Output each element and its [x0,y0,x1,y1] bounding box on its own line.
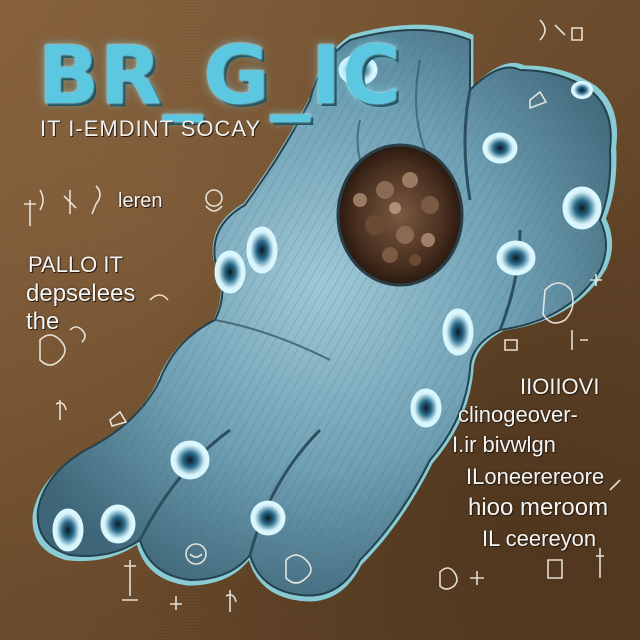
poster-subtitle: IT I-EMDINT SOCAY [40,116,262,141]
right-text-line-6: IL ceereyon [482,526,597,551]
right-text-line-1: IIOIIOVI [520,374,600,399]
left-text-line-2: PALLO IT [28,252,123,277]
right-text-line-3: I.ir bivwlgn [452,432,556,457]
central-growth [336,143,464,287]
right-text-line-4: ILoneerereore [466,464,605,489]
left-text-line-3: depselees [26,280,136,307]
right-text-line-2: clinogeover- [458,402,578,427]
left-text-line-4: the [26,308,60,335]
left-text-line-1: leren [118,190,163,212]
doodle-glyphs [24,19,621,612]
poster-title: BR_G_IC [38,29,402,122]
right-text-line-5: hioo meroom [468,494,609,521]
eye-bumps [52,54,602,552]
